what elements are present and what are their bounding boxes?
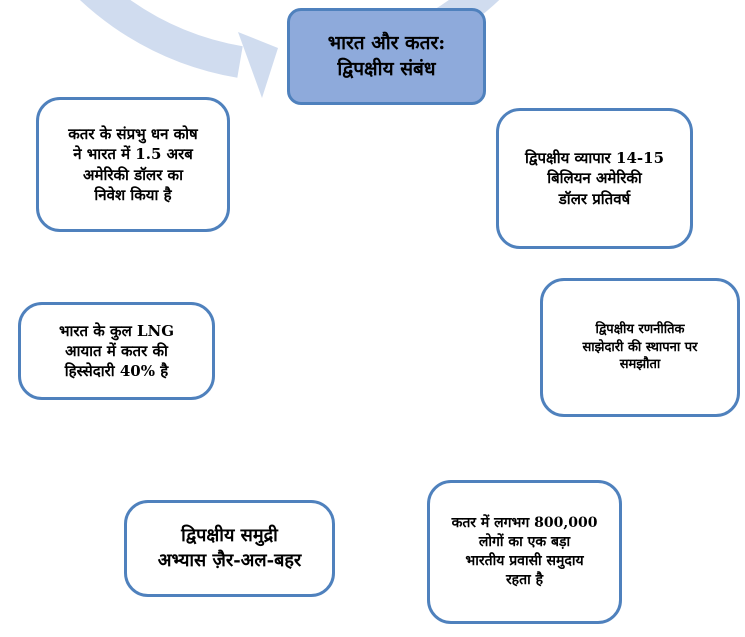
item-box-lng: भारत के कुल LNG आयात में कतर की हिस्सेदा…	[18, 302, 215, 400]
center-title-box: भारत और कतर: द्विपक्षीय संबंध	[287, 8, 486, 105]
item-box-strategic: द्विपक्षीय रणनीतिक साझेदारी की स्थापना प…	[540, 278, 740, 417]
item-box-diaspora: कतर में लगभग 800,000 लोगों का एक बड़ा भा…	[427, 480, 622, 624]
cycle-arrowhead-icon	[238, 32, 278, 98]
item-box-investment: कतर के संप्रभु धन कोष ने भारत में 1.5 अर…	[36, 97, 230, 232]
item-text: द्विपक्षीय व्यापार 14-15 बिलियन अमेरिकी …	[524, 149, 665, 208]
item-text: कतर में लगभग 800,000 लोगों का एक बड़ा भा…	[451, 515, 598, 588]
center-title: भारत और कतर: द्विपक्षीय संबंध	[327, 31, 446, 80]
item-text: द्विपक्षीय समुद्री अभ्यास ज़ैर-अल-बहर	[157, 525, 302, 571]
item-text: कतर के संप्रभु धन कोष ने भारत में 1.5 अर…	[68, 125, 198, 204]
item-text: भारत के कुल LNG आयात में कतर की हिस्सेदा…	[58, 321, 175, 381]
item-text: द्विपक्षीय रणनीतिक साझेदारी की स्थापना प…	[582, 322, 698, 373]
item-box-naval: द्विपक्षीय समुद्री अभ्यास ज़ैर-अल-बहर	[124, 500, 335, 597]
item-box-trade: द्विपक्षीय व्यापार 14-15 बिलियन अमेरिकी …	[496, 108, 693, 249]
